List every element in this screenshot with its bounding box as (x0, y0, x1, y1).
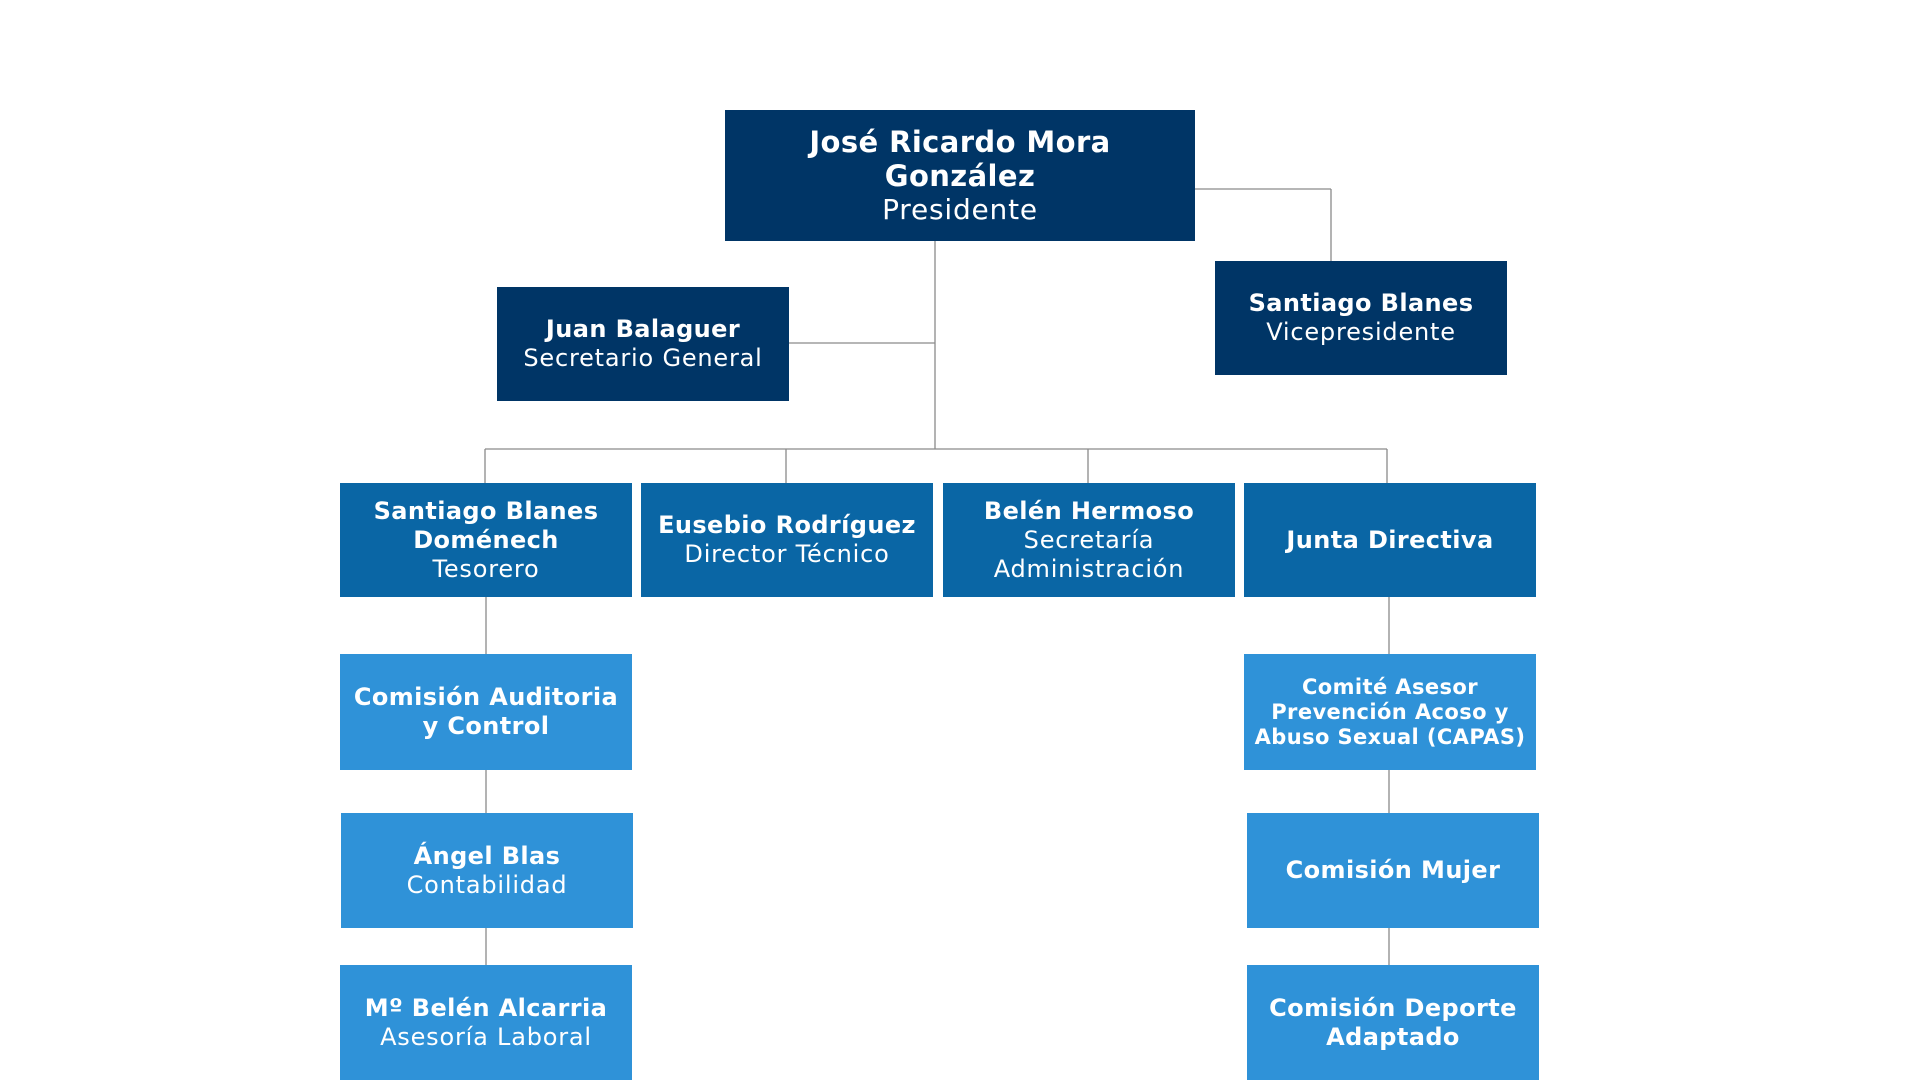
vicepresident-name: Santiago Blanes (1248, 289, 1474, 317)
board-name: Junta Directiva (1286, 525, 1494, 554)
president-role: Presidente (882, 192, 1038, 226)
women-commission-box: Comisión Mujer (1247, 813, 1539, 928)
secretary-general-name: Juan Balaguer (545, 315, 741, 343)
audit-commission-box: Comisión Auditoria y Control (340, 654, 632, 770)
admin-secretary-name: Belén Hermoso (983, 496, 1195, 525)
adapted-sport-commission-box: Comisión Deporte Adaptado (1247, 965, 1539, 1080)
treasurer-role: Tesorero (432, 554, 540, 583)
treasurer-name: Santiago Blanes Doménech (373, 496, 599, 554)
labor-advisory-name: Mº Belén Alcarria (364, 993, 608, 1022)
secretary-general-role: Secretario General (523, 344, 763, 372)
admin-secretary-box: Belén Hermoso Secretaría Administración (943, 483, 1235, 597)
president-name: José Ricardo Mora González (809, 124, 1111, 193)
capas-name: Comité Asesor Prevención Acoso y Abuso S… (1254, 674, 1526, 749)
accounting-box: Ángel Blas Contabilidad (341, 813, 633, 928)
vicepresident-box: Santiago Blanes Vicepresidente (1215, 261, 1507, 375)
women-commission-name: Comisión Mujer (1285, 856, 1501, 884)
audit-commission-name: Comisión Auditoria y Control (353, 683, 619, 740)
technical-director-box: Eusebio Rodríguez Director Técnico (641, 483, 933, 597)
accounting-role: Contabilidad (406, 870, 568, 899)
technical-director-name: Eusebio Rodríguez (658, 511, 916, 539)
board-box: Junta Directiva (1244, 483, 1536, 597)
adapted-sport-commission-name: Comisión Deporte Adaptado (1269, 993, 1517, 1051)
labor-advisory-role: Asesoría Laboral (380, 1022, 592, 1051)
capas-box: Comité Asesor Prevención Acoso y Abuso S… (1244, 654, 1536, 770)
accounting-name: Ángel Blas (413, 841, 561, 870)
technical-director-role: Director Técnico (684, 540, 890, 568)
president-box: José Ricardo Mora González Presidente (725, 110, 1195, 241)
secretary-general-box: Juan Balaguer Secretario General (497, 287, 789, 401)
treasurer-box: Santiago Blanes Doménech Tesorero (340, 483, 632, 597)
admin-secretary-role: Secretaría Administración (993, 525, 1185, 583)
vicepresident-role: Vicepresidente (1266, 318, 1456, 346)
labor-advisory-box: Mº Belén Alcarria Asesoría Laboral (340, 965, 632, 1080)
